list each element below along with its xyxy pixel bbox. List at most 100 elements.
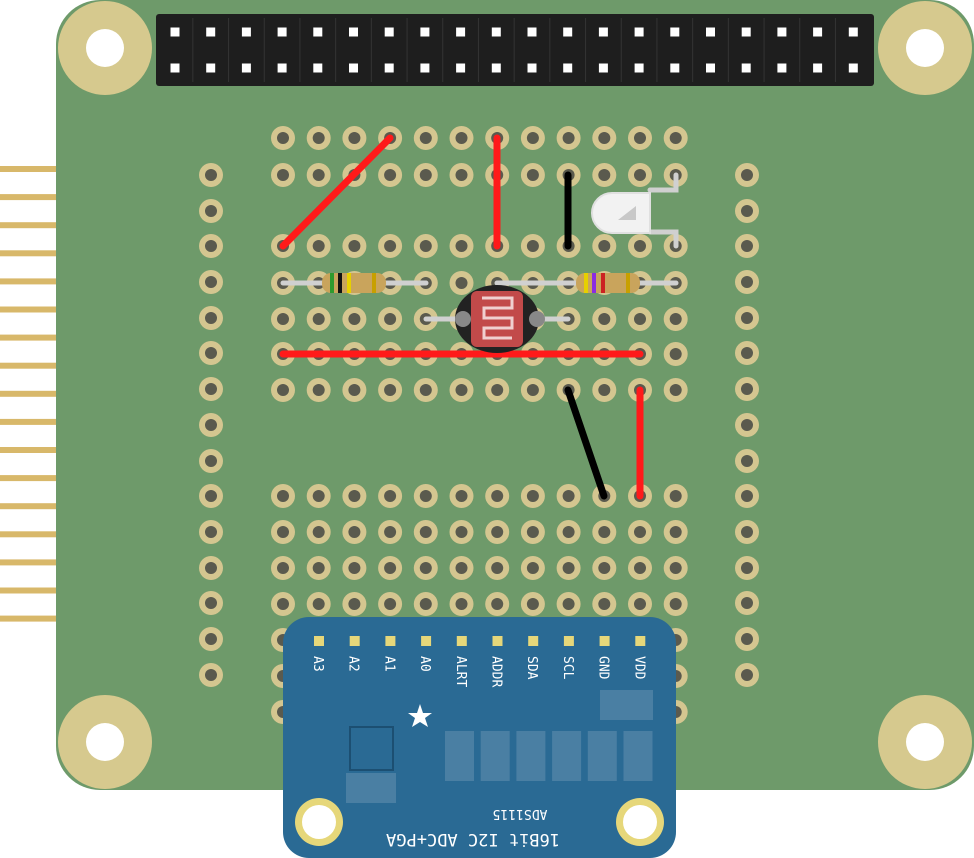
pad bbox=[592, 234, 617, 258]
pad bbox=[342, 484, 367, 508]
pad bbox=[592, 592, 617, 616]
pad bbox=[306, 126, 331, 150]
header-pin bbox=[777, 27, 787, 37]
pad bbox=[199, 484, 223, 508]
pad bbox=[735, 663, 759, 687]
header-pin bbox=[277, 63, 287, 73]
pad bbox=[485, 592, 510, 616]
pad bbox=[556, 592, 581, 616]
pad bbox=[449, 520, 474, 544]
pad bbox=[378, 520, 403, 544]
pad bbox=[199, 449, 223, 473]
adc-pin-label: A0 bbox=[417, 656, 432, 672]
wires bbox=[279, 134, 644, 500]
header-pin bbox=[384, 27, 394, 37]
header-pin bbox=[206, 63, 216, 73]
pad bbox=[449, 378, 474, 402]
module-mount-hole-right bbox=[616, 798, 664, 846]
side-pin bbox=[0, 166, 60, 172]
pad bbox=[592, 307, 617, 331]
pad bbox=[199, 377, 223, 401]
pad bbox=[735, 413, 759, 437]
pad bbox=[271, 556, 295, 580]
header-pin bbox=[206, 27, 216, 37]
pad bbox=[556, 556, 581, 580]
pad bbox=[592, 126, 617, 150]
pad bbox=[199, 413, 223, 437]
resistor-2 bbox=[494, 273, 679, 293]
side-pin bbox=[0, 362, 60, 369]
adc-pin-label: A3 bbox=[310, 656, 325, 672]
pad bbox=[199, 341, 223, 365]
adc-pin-pad bbox=[456, 636, 467, 646]
pad bbox=[306, 378, 331, 402]
black-wire-diagonal bbox=[564, 386, 608, 500]
pad bbox=[663, 126, 688, 150]
module-mount-hole-left bbox=[295, 798, 343, 846]
adc-pin-pad bbox=[635, 636, 646, 646]
side-pin bbox=[0, 447, 60, 453]
header-pin bbox=[741, 63, 751, 73]
pad bbox=[520, 592, 545, 616]
pad bbox=[520, 234, 545, 258]
pad bbox=[342, 556, 367, 580]
pad bbox=[663, 556, 688, 580]
pad bbox=[663, 342, 688, 366]
pad bbox=[663, 592, 688, 616]
adc-pin-label: GND bbox=[596, 656, 611, 680]
silk-pad-small bbox=[346, 773, 396, 803]
side-header-pins bbox=[0, 166, 60, 622]
pad bbox=[520, 484, 545, 508]
adc-pin-pad bbox=[563, 636, 574, 646]
pad bbox=[199, 163, 223, 187]
pad bbox=[378, 307, 403, 331]
header-pin bbox=[456, 27, 466, 37]
adc-pin-pad bbox=[528, 636, 539, 646]
mount-hole-top-right bbox=[878, 1, 972, 95]
pad bbox=[306, 163, 331, 187]
pad bbox=[271, 484, 295, 508]
header-pin bbox=[634, 27, 644, 37]
header-pin bbox=[349, 63, 358, 73]
pad bbox=[592, 378, 617, 402]
pad bbox=[628, 556, 652, 580]
pad bbox=[449, 163, 474, 187]
pad bbox=[556, 484, 581, 508]
side-pin bbox=[0, 334, 60, 341]
mount-hole-bottom-left bbox=[58, 695, 152, 789]
side-pin bbox=[0, 222, 60, 229]
pad bbox=[378, 234, 403, 258]
pad bbox=[306, 520, 331, 544]
resistor-1 bbox=[280, 273, 429, 293]
pad bbox=[342, 378, 367, 402]
adc-pin-pad bbox=[385, 636, 396, 646]
pad bbox=[306, 556, 331, 580]
header-pin bbox=[777, 63, 787, 73]
pad bbox=[735, 199, 759, 223]
pad bbox=[663, 520, 688, 544]
pad bbox=[735, 163, 759, 187]
adc-pin-label: A2 bbox=[346, 656, 361, 672]
pad bbox=[449, 271, 474, 295]
pad bbox=[413, 556, 438, 580]
pad bbox=[342, 592, 367, 616]
pad bbox=[735, 270, 759, 294]
pad bbox=[485, 378, 510, 402]
header-pin bbox=[313, 63, 323, 73]
pad bbox=[592, 556, 617, 580]
adafruit-flower-icon bbox=[408, 704, 432, 727]
pad bbox=[199, 520, 223, 544]
pad bbox=[735, 341, 759, 365]
pad bbox=[271, 378, 295, 402]
pad bbox=[199, 556, 223, 580]
pad bbox=[306, 484, 331, 508]
header-pin bbox=[170, 63, 180, 73]
header-pin bbox=[527, 27, 537, 37]
pad bbox=[378, 484, 403, 508]
side-pin bbox=[0, 278, 60, 285]
pad bbox=[485, 484, 510, 508]
header-pin bbox=[670, 63, 680, 73]
pad bbox=[413, 126, 438, 150]
